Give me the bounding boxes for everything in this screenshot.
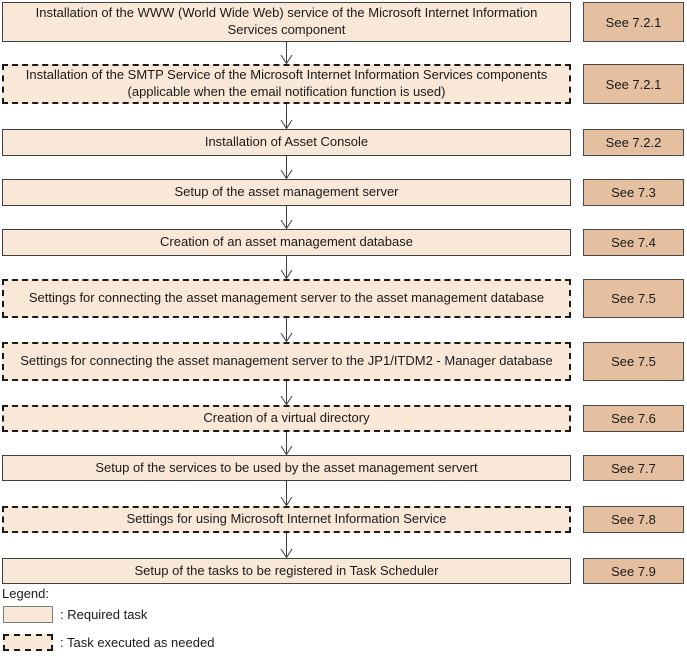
see-label: See 7.8 xyxy=(611,512,656,527)
flow-arrow xyxy=(280,533,293,558)
legend-title: Legend: xyxy=(2,586,49,601)
see-reference-7-3: See 7.3 xyxy=(583,179,684,206)
see-label: See 7.7 xyxy=(611,460,656,476)
as-needed-task-swatch xyxy=(3,634,53,651)
see-label: See 7.5 xyxy=(611,291,656,306)
see-label: See 7.6 xyxy=(611,411,656,426)
task-box-services-setup: Setup of the services to be used by the … xyxy=(2,455,571,481)
flow-arrow xyxy=(280,42,293,64)
task-label: Installation of the WWW (World Wide Web)… xyxy=(35,5,538,37)
task-box-database-creation: Creation of an asset management database xyxy=(2,229,571,256)
task-label: Settings for using Microsoft Internet In… xyxy=(126,511,447,527)
see-reference-7-9: See 7.9 xyxy=(583,558,684,584)
task-label: Creation of an asset management database xyxy=(160,234,413,250)
task-label: Installation of the SMTP Service of the … xyxy=(25,67,548,99)
task-label: Setup of the asset management server xyxy=(174,184,399,200)
flow-arrow xyxy=(280,104,293,129)
flow-arrow xyxy=(280,318,293,342)
task-label: Settings for connecting the asset manage… xyxy=(20,353,553,369)
see-reference-7-2-2: See 7.2.2 xyxy=(583,129,684,156)
see-label: See 7.2.2 xyxy=(605,135,662,150)
flow-arrow xyxy=(280,481,293,506)
flow-arrow xyxy=(280,156,293,179)
see-reference-7-4: See 7.4 xyxy=(583,229,684,256)
task-label: Creation of a virtual directory xyxy=(203,410,370,426)
flow-arrow xyxy=(280,432,293,455)
see-label: See 7.2.1 xyxy=(605,76,662,92)
task-label: Settings for connecting the asset manage… xyxy=(28,290,545,306)
see-reference-7-2-1: See 7.2.1 xyxy=(583,2,684,42)
legend-label: : Task executed as needed xyxy=(60,635,215,650)
legend-item-as-needed: : Task executed as needed xyxy=(3,634,214,651)
see-reference-7-5b: See 7.5 xyxy=(583,342,684,381)
task-box-asset-console: Installation of Asset Console xyxy=(2,129,571,156)
see-reference-7-8: See 7.8 xyxy=(583,506,684,533)
task-box-www-service: Installation of the WWW (World Wide Web)… xyxy=(2,2,571,42)
required-task-swatch xyxy=(3,606,53,623)
see-reference-7-6: See 7.6 xyxy=(583,405,684,432)
task-label: Setup of the tasks to be registered in T… xyxy=(134,562,439,578)
legend-label: : Required task xyxy=(60,607,148,622)
task-box-iis-settings: Settings for using Microsoft Internet In… xyxy=(2,506,571,533)
task-label: Installation of Asset Console xyxy=(204,134,369,150)
task-box-connect-asset-db: Settings for connecting the asset manage… xyxy=(2,279,571,318)
see-label: See 7.3 xyxy=(611,185,656,200)
see-label: See 7.5 xyxy=(611,354,656,369)
see-label: See 7.2.1 xyxy=(605,14,662,30)
flow-arrow xyxy=(280,256,293,279)
task-box-task-scheduler: Setup of the tasks to be registered in T… xyxy=(2,558,571,584)
task-box-server-setup: Setup of the asset management server xyxy=(2,179,571,206)
task-label: Setup of the services to be used by the … xyxy=(95,459,478,475)
legend-item-required: : Required task xyxy=(3,606,147,623)
task-box-virtual-directory: Creation of a virtual directory xyxy=(2,405,571,432)
see-reference-7-2-1b: See 7.2.1 xyxy=(583,64,684,104)
flow-arrow xyxy=(280,206,293,229)
task-box-connect-itdm2-db: Settings for connecting the asset manage… xyxy=(2,342,571,381)
see-reference-7-5: See 7.5 xyxy=(583,279,684,318)
see-label: See 7.4 xyxy=(611,235,656,250)
task-box-smtp-service: Installation of the SMTP Service of the … xyxy=(2,64,571,104)
see-reference-7-7: See 7.7 xyxy=(583,455,684,481)
flow-arrow xyxy=(280,381,293,405)
see-label: See 7.9 xyxy=(611,563,656,579)
